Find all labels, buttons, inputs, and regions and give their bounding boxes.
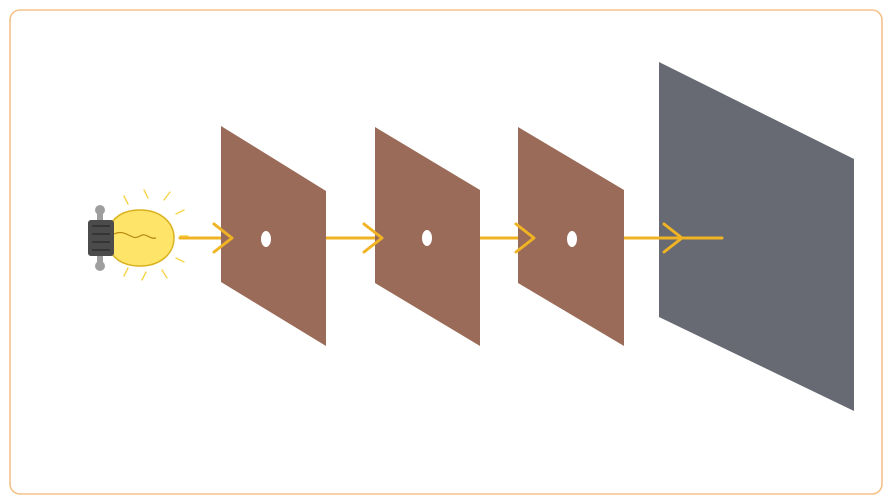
ray-arrow (662, 222, 684, 254)
pinhole (567, 231, 577, 247)
ray-arrowheads (212, 222, 684, 254)
bulb-base (88, 220, 114, 256)
bulb-glow-rays (123, 189, 189, 281)
ray-arrow (362, 222, 384, 254)
screen (659, 62, 854, 411)
bulb-glass (111, 209, 175, 267)
ray-arrow (212, 222, 234, 254)
light-bulb-icon (88, 189, 189, 281)
pinhole (261, 231, 271, 247)
diagram-frame (9, 9, 883, 495)
pinhole (422, 230, 432, 246)
ray-arrow (514, 222, 536, 254)
pinhole-card (221, 126, 326, 346)
bulb-filament (113, 232, 157, 239)
